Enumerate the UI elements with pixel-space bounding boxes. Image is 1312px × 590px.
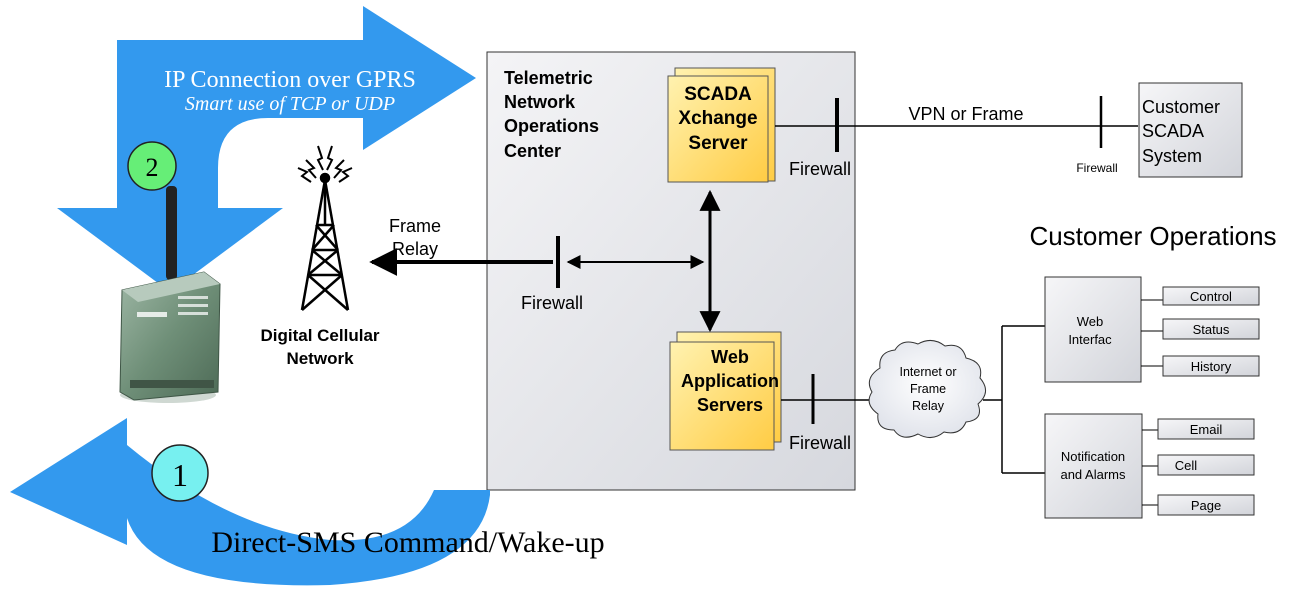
web-servers-line1: Web (711, 347, 749, 367)
scada-server (667, 67, 776, 183)
firewall-customer-label: Firewall (1076, 161, 1117, 175)
scada-server-line3: Server (688, 133, 748, 154)
web-item-status-label: Status (1193, 322, 1230, 337)
web-servers-line3: Servers (697, 395, 763, 415)
customer-operations-title: Customer Operations (1029, 221, 1276, 251)
web-item-history-label: History (1191, 359, 1232, 374)
noc-title-line4: Center (504, 141, 561, 161)
notifications-line1: Notification (1061, 449, 1125, 464)
notify-item-cell (1157, 454, 1255, 476)
customer-scada-box (1138, 82, 1243, 178)
step-1-number: 1 (172, 457, 188, 493)
notifications-line2: and Alarms (1060, 467, 1126, 482)
web-application-servers (669, 331, 782, 451)
notify-item-email-label: Email (1190, 422, 1223, 437)
noc-title-line3: Operations (504, 116, 599, 136)
gprs-sublabel: Smart use of TCP or UDP (185, 93, 395, 115)
gprs-arrow (57, 6, 476, 292)
step-1-badge (151, 444, 209, 502)
radio-tower-icon (297, 145, 353, 311)
firewall-scada-label: Firewall (789, 159, 851, 179)
notify-item-page (1157, 494, 1255, 516)
telemetry-modem (119, 186, 221, 403)
notifications-box (1044, 413, 1143, 519)
sms-arrow (10, 418, 490, 586)
web-item-control-label: Control (1190, 289, 1232, 304)
tower-label-line2: Network (286, 349, 354, 368)
cloud-label-line1: Internet or (900, 365, 957, 379)
cloud-label-line3: Relay (912, 399, 945, 413)
notify-item-email (1157, 418, 1255, 440)
noc-title-line1: Telemetric (504, 68, 593, 88)
step-2-badge (127, 141, 177, 191)
noc-title-line2: Network (504, 92, 576, 112)
firewall-web-label: Firewall (789, 433, 851, 453)
customer-scada-line3: System (1142, 146, 1202, 166)
gprs-label: IP Connection over GPRS (164, 67, 416, 93)
web-item-history (1162, 355, 1260, 377)
customer-scada-line1: Customer (1142, 97, 1220, 117)
web-interface-box (1044, 276, 1142, 383)
notify-item-cell-label: Cell (1175, 458, 1198, 473)
frame-relay-label-line2: Relay (392, 239, 438, 259)
scada-server-line2: Xchange (678, 108, 757, 129)
sms-label: Direct-SMS Command/Wake-up (211, 526, 604, 559)
frame-relay-label-line1: Frame (389, 216, 441, 236)
firewall-left-label: Firewall (521, 293, 583, 313)
step-2-number: 2 (146, 153, 159, 182)
scada-server-line1: SCADA (684, 84, 752, 105)
internet-cloud-icon (868, 340, 986, 438)
web-interface-line1: Web (1077, 314, 1104, 329)
cloud-label-line2: Frame (910, 382, 946, 396)
web-interface-line2: Interfac (1068, 332, 1112, 347)
web-item-control (1162, 286, 1260, 306)
customer-scada-line2: SCADA (1142, 121, 1204, 141)
tower-label-line1: Digital Cellular (260, 326, 379, 345)
vpn-label: VPN or Frame (908, 104, 1023, 124)
notify-item-page-label: Page (1191, 498, 1221, 513)
web-servers-line2: Application (681, 371, 779, 391)
web-item-status (1162, 318, 1260, 340)
